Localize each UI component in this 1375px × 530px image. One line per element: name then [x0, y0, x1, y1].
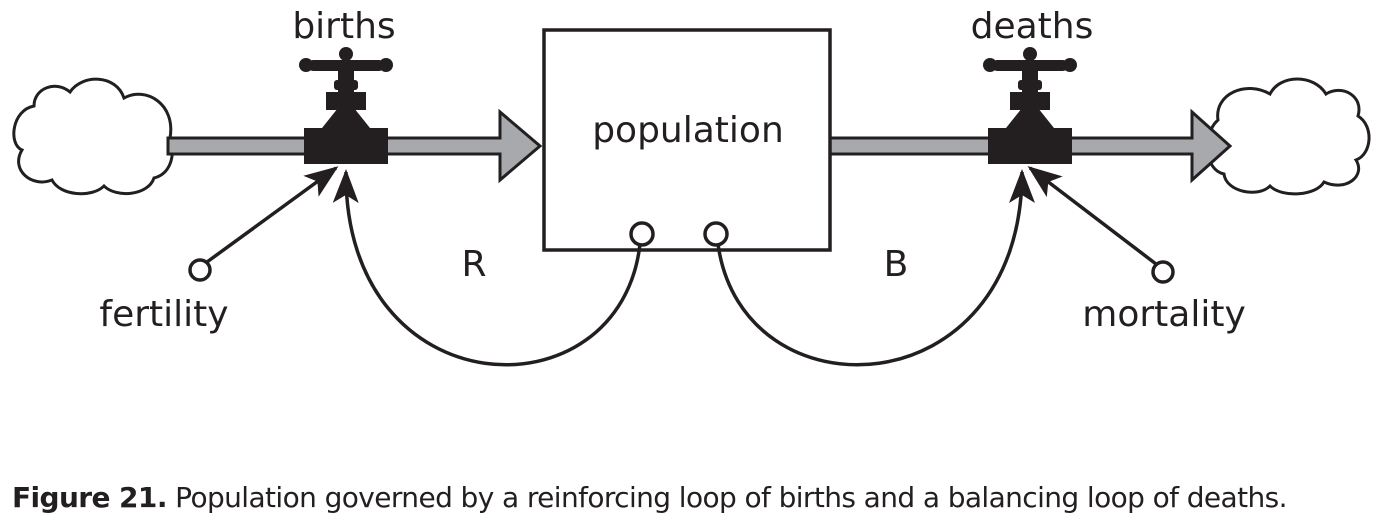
mortality-label: mortality — [1082, 294, 1246, 335]
reinforcing-loop-label: R — [461, 244, 486, 285]
sink-cloud-icon — [1205, 77, 1371, 196]
births-valve-icon — [299, 47, 393, 164]
population-label: population — [592, 110, 784, 151]
births-label: births — [292, 6, 395, 47]
balancing-loop-label: B — [884, 244, 909, 285]
figure-number: Figure 21. — [12, 481, 167, 514]
reinforcing-loop-connector — [332, 169, 642, 367]
population-births-connector-origin — [629, 221, 655, 247]
deaths-label: deaths — [971, 6, 1094, 47]
fertility-connector — [205, 166, 339, 264]
fertility-label: fertility — [99, 294, 228, 335]
mortality-source-circle — [1151, 260, 1175, 284]
population-deaths-connector-origin — [703, 221, 729, 247]
population-stock-box — [542, 28, 832, 252]
figure-caption-text: Population governed by a reinforcing loo… — [175, 481, 1287, 514]
mortality-connector — [1027, 166, 1158, 266]
figure-caption: Figure 21. Population governed by a rein… — [12, 478, 1372, 518]
deaths-valve-icon — [983, 47, 1077, 164]
balancing-loop-connector — [716, 169, 1035, 367]
fertility-source-circle — [188, 258, 212, 282]
source-cloud-icon — [12, 77, 174, 196]
